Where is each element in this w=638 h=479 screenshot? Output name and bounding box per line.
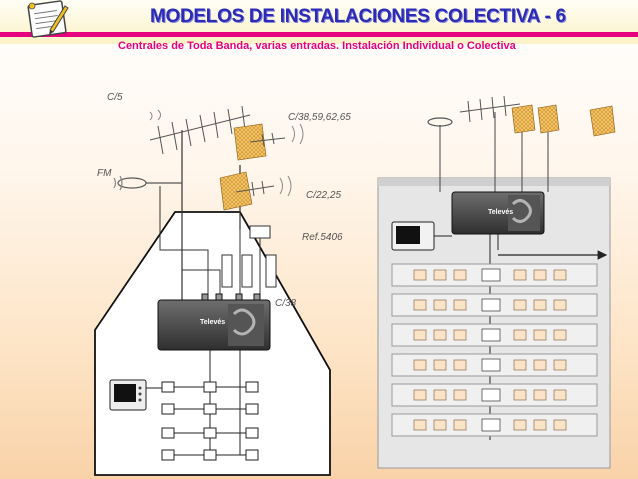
label-c5: C/5: [107, 92, 123, 103]
tap-icon: [161, 381, 259, 461]
fm-loop-antenna-icon: [427, 117, 453, 127]
label-c-uhf-a: C/38,59,62,65: [288, 112, 351, 123]
notepad-icon: [27, 0, 69, 38]
brand-label-right: Televés: [488, 209, 513, 216]
filter-unit: [221, 225, 277, 288]
tv-icon: [391, 221, 435, 251]
slide-title: MODELOS DE INSTALACIONES COLECTIVA - 6: [150, 6, 566, 27]
yagi-antenna-icon: [459, 95, 521, 123]
tv-icon: [109, 379, 147, 411]
amplifier-icon: Televés: [451, 191, 545, 235]
uhf-grid-antenna-icon: [511, 104, 616, 137]
floor: [391, 263, 598, 437]
cable: [159, 186, 261, 300]
uhf-grid-antenna-icon: [233, 123, 304, 161]
mast: [439, 112, 549, 192]
splitter: [481, 268, 501, 432]
label-c-uhf-b: C/22,25: [306, 190, 341, 201]
label-c38: C/38: [275, 298, 297, 309]
fm-loop-antenna-icon: [113, 175, 182, 191]
label-ref: Ref.5406: [302, 232, 343, 243]
amplifier-icon: Televés: [157, 293, 271, 351]
uhf-grid-antenna-icon: [219, 171, 292, 211]
yagi-antenna-icon: [149, 105, 251, 155]
brand-label-left: Televés: [200, 319, 225, 326]
label-fm: FM: [97, 168, 112, 179]
tap-icon: [413, 269, 567, 431]
slide-subtitle: Centrales de Toda Banda, varias entradas…: [118, 40, 516, 52]
accent-bar: [0, 32, 638, 37]
